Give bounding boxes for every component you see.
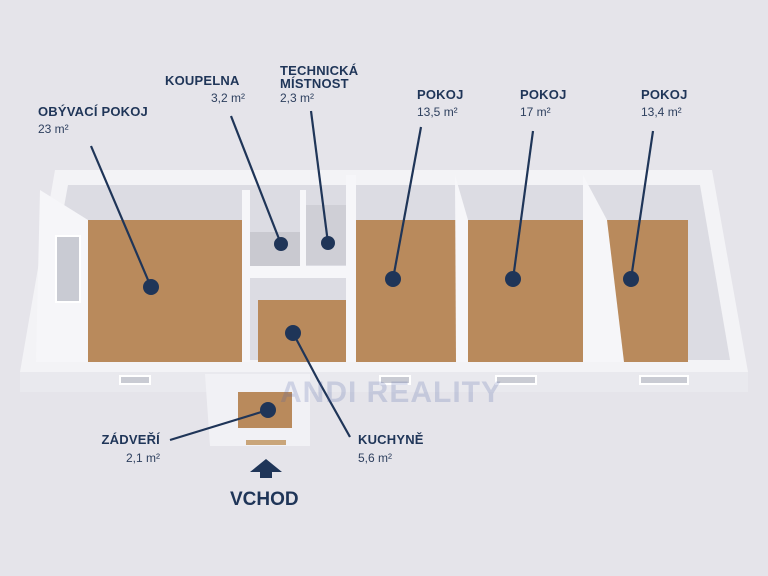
entrance-door	[246, 440, 286, 445]
area-kitchen: 5,6 m²	[358, 451, 393, 465]
label-technical-room-2: MÍSTNOST	[280, 76, 349, 91]
label-room-2: POKOJ	[520, 87, 567, 102]
area-room-2: 17 m²	[520, 105, 551, 119]
entrance-arrow-icon	[250, 459, 282, 478]
label-living-room: OBÝVACÍ POKOJ	[38, 104, 148, 119]
area-room-1: 13,5 m²	[417, 105, 458, 119]
area-living-room: 23 m²	[38, 122, 69, 136]
area-technical-room: 2,3 m²	[280, 91, 315, 105]
area-bathroom: 3,2 m²	[210, 91, 245, 105]
marker-vestibule	[260, 402, 276, 418]
leader-lines	[89, 110, 655, 442]
area-vestibule: 2,1 m²	[125, 451, 160, 465]
walls	[36, 175, 624, 362]
watermark-logo: ANDI REALITY	[280, 376, 502, 409]
label-bathroom: KOUPELNA	[165, 73, 240, 88]
marker-living-room	[143, 279, 159, 295]
marker-room-3	[623, 271, 639, 287]
marker-bathroom	[274, 237, 288, 251]
label-kitchen: KUCHYNĚ	[358, 432, 424, 447]
marker-room-2	[505, 271, 521, 287]
marker-kitchen	[285, 325, 301, 341]
floor-living-room	[88, 220, 242, 362]
floor-bathroom	[244, 232, 300, 266]
marker-room-1	[385, 271, 401, 287]
label-room-1: POKOJ	[417, 87, 464, 102]
entrance-label: VCHOD	[230, 489, 299, 510]
label-technical-room-1: TECHNICKÁ	[280, 63, 359, 78]
label-room-3: POKOJ	[641, 87, 688, 102]
floor-room-1	[356, 220, 456, 362]
floor-kitchen	[258, 300, 346, 362]
windows	[55, 235, 689, 385]
floor-room-2	[468, 220, 583, 362]
area-room-3: 13,4 m²	[641, 105, 682, 119]
label-vestibule: ZÁDVEŘÍ	[101, 432, 160, 447]
marker-technical-room	[321, 236, 335, 250]
